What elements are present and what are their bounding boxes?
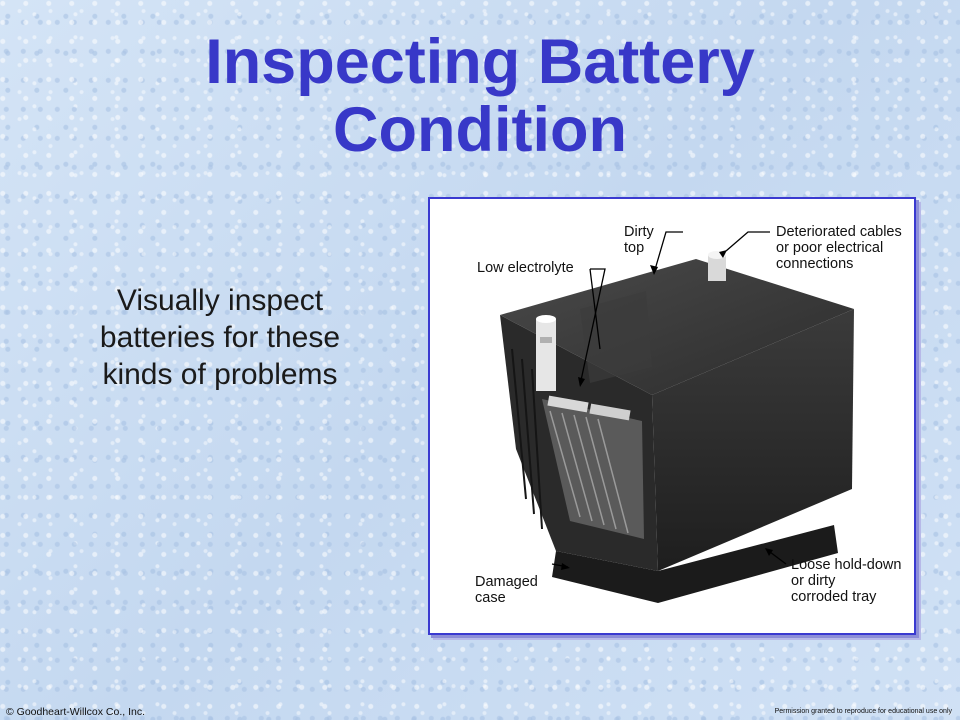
terminal-post-left: [536, 315, 556, 391]
callout-loose-hold-down: Loose hold-down or dirty corroded tray: [791, 557, 902, 605]
title-line-1: Inspecting Battery: [205, 27, 755, 97]
battery-illustration: [500, 231, 854, 603]
body-line-2: batteries for these: [99, 321, 341, 354]
body-line-1: Visually inspect: [116, 284, 324, 317]
body-text: Visually inspect batteries for these kin…: [60, 282, 380, 393]
battery-front-face: [652, 309, 854, 571]
battery-figure: Dirty top Deteriorated cables or poor el…: [428, 197, 916, 635]
callout-deteriorated-cables: Deteriorated cables or poor electrical c…: [776, 224, 902, 272]
callout-dirty-top: Dirty top: [624, 224, 654, 256]
permission-notice: Permission granted to reproduce for educ…: [774, 708, 952, 715]
slide-title: Inspecting Battery Condition: [0, 28, 960, 164]
copyright-notice: © Goodheart-Willcox Co., Inc.: [6, 706, 146, 718]
title-line-2: Condition: [333, 95, 627, 165]
callout-damaged-case: Damaged case: [475, 574, 538, 606]
battery-tray: [552, 525, 838, 603]
body-line-3: kinds of problems: [102, 358, 338, 391]
callout-low-electrolyte: Low electrolyte: [477, 260, 574, 276]
